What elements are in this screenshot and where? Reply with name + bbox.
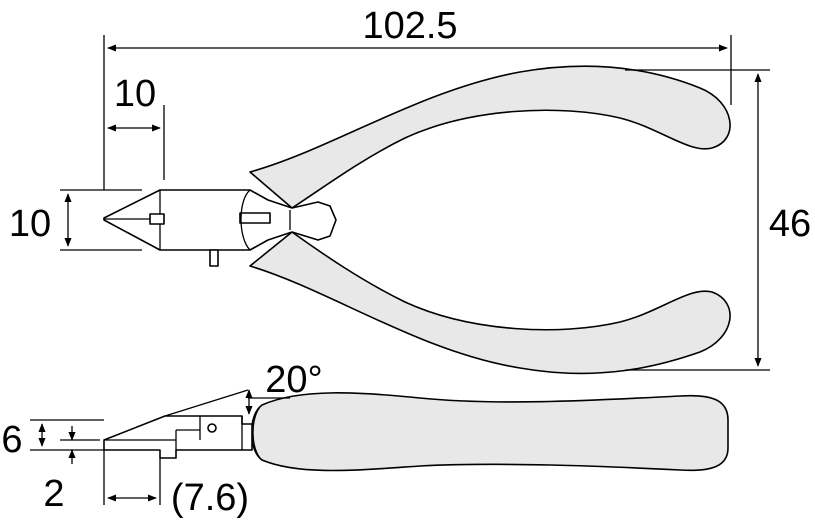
label-blade-angle: 20°	[265, 359, 322, 401]
label-jaw-height: 10	[9, 203, 51, 245]
pivot-pin	[209, 249, 219, 267]
spring-slot	[239, 212, 271, 224]
top-view: 102.5 10 10 46	[9, 5, 811, 375]
label-jaw-length: 10	[114, 73, 156, 115]
lower-handle	[249, 231, 731, 375]
side-rivet	[207, 423, 217, 433]
label-overall-length: 102.5	[362, 5, 457, 47]
label-head-length: (7.6)	[171, 477, 249, 519]
label-tip-height: 6	[1, 419, 22, 461]
side-head	[103, 415, 253, 459]
pivot-slot	[149, 213, 165, 225]
side-view: 20° 6 2 (7.6)	[1, 359, 729, 519]
label-tip-offset: 2	[43, 473, 64, 515]
label-overall-width: 46	[769, 203, 811, 245]
upper-handle	[249, 65, 731, 209]
cutter-head	[103, 189, 337, 251]
side-handle	[250, 392, 729, 472]
